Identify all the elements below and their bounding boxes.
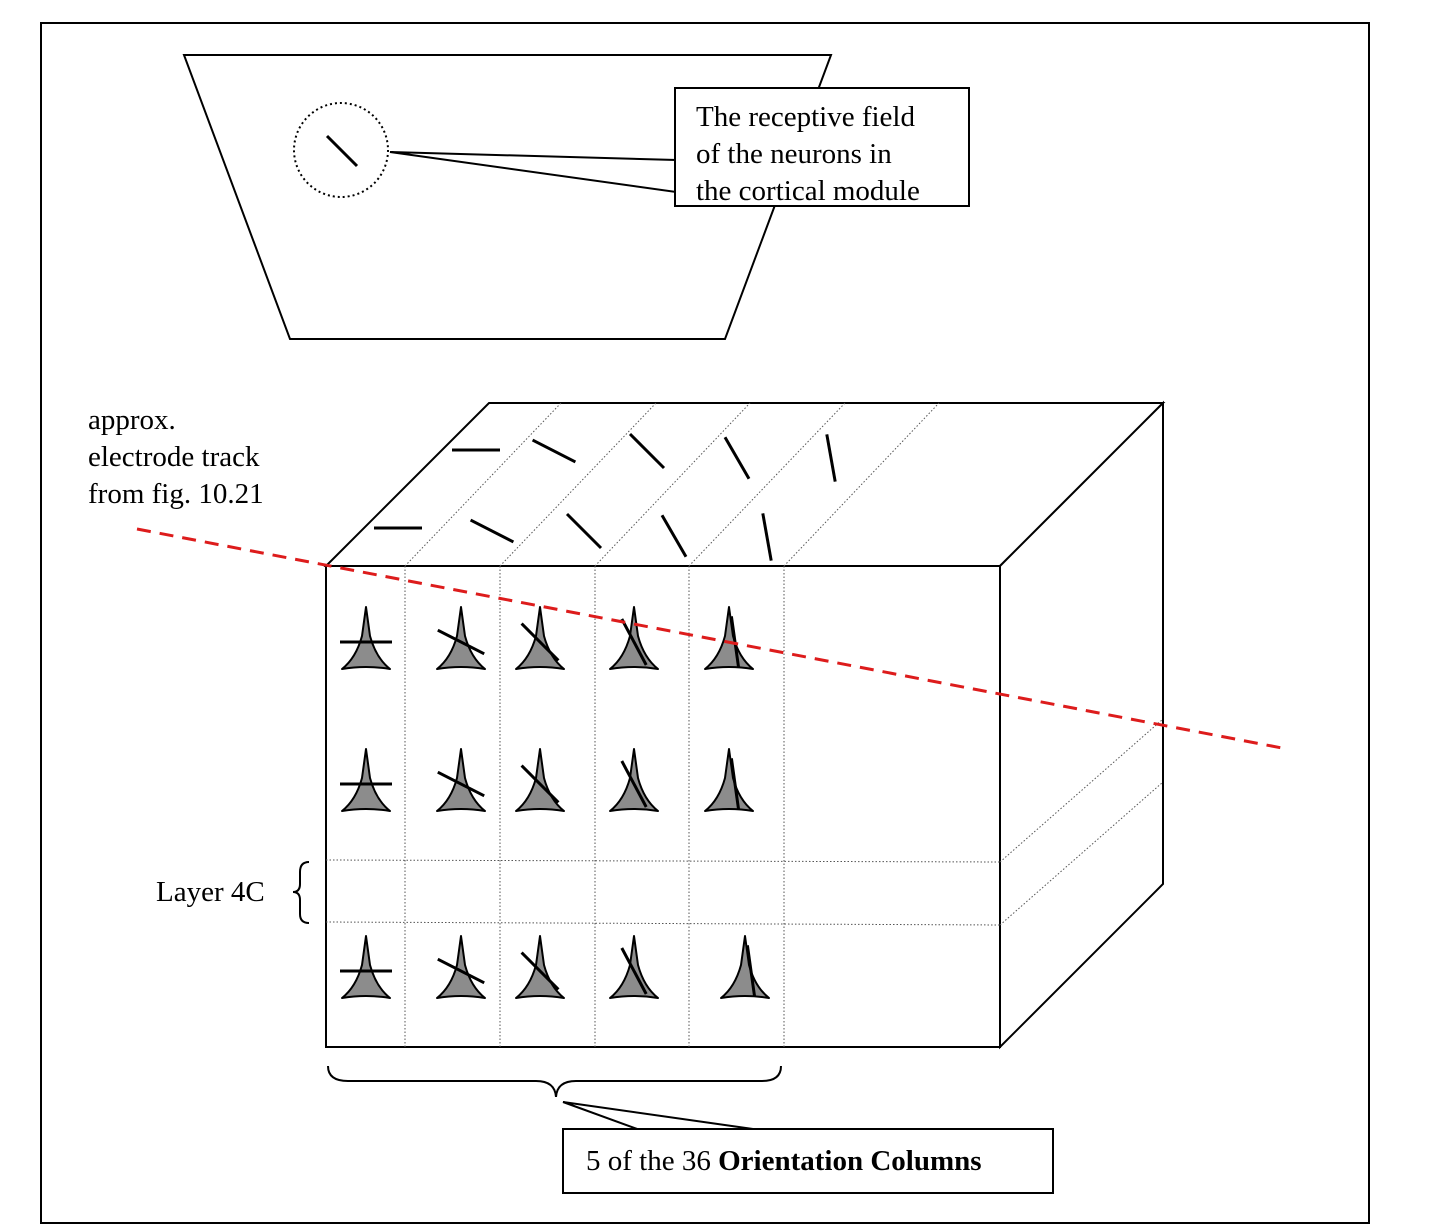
top-orientation-bars [374,432,837,561]
orientation-columns-callout: 5 of the 36 Orientation Columns [562,1128,1054,1194]
layer-4c-brace [292,861,310,924]
pyramidal-neuron [720,935,770,999]
figure-frame [40,22,1370,1224]
orientation-columns-prefix: 5 of the 36 [586,1145,719,1177]
electrode-track [136,527,1283,750]
cube-right-face [999,400,1164,1050]
columns-pointer [562,1101,761,1131]
receptive-field-callout: The receptive field of the neurons in th… [674,87,970,207]
electrode-label-line-1: approx. [88,404,176,436]
electrode-label-line-3: from fig. 10.21 [88,478,264,510]
receptive-field-line-3: the cortical module [696,175,920,207]
layer-4c-label: Layer 4C [156,876,265,908]
columns-brace [327,1065,782,1098]
pyramidal-neuron [340,935,392,999]
pyramidal-neuron [704,748,754,812]
pyramidal-neuron [340,748,392,812]
pyramidal-neuron [436,935,486,999]
pyramidal-neuron [515,748,565,812]
pyramidal-neuron [515,935,565,999]
pyramidal-neuron [609,748,659,812]
top-orientation-bar [660,514,688,558]
pyramidal-neuron [340,606,392,670]
top-orientation-bar [531,438,577,464]
electrode-track-label: approx. electrode track from fig. 10.21 [88,402,264,513]
cube-front-face [325,565,1001,1048]
pyramidal-neuron [609,606,659,670]
receptive-field-line-2: of the neurons in [696,138,892,170]
orientation-columns-bold: Orientation Columns [718,1145,982,1177]
pyramidal-neuron [436,748,486,812]
pyramidal-neuron [515,606,565,670]
neuron-grid [340,606,770,999]
receptive-field-bar [325,134,359,168]
pyramidal-neuron [609,935,659,999]
electrode-label-line-2: electrode track [88,441,260,473]
pyramidal-neuron [436,606,486,670]
top-orientation-bar [761,513,773,561]
top-orientation-bar [628,432,666,470]
top-orientation-bar [825,434,837,482]
receptive-field-line-1: The receptive field [696,101,915,133]
column-boundaries [325,402,1164,1047]
top-orientation-bar [469,518,515,544]
top-orientation-bar [565,512,603,550]
top-orientation-bar [723,436,751,480]
